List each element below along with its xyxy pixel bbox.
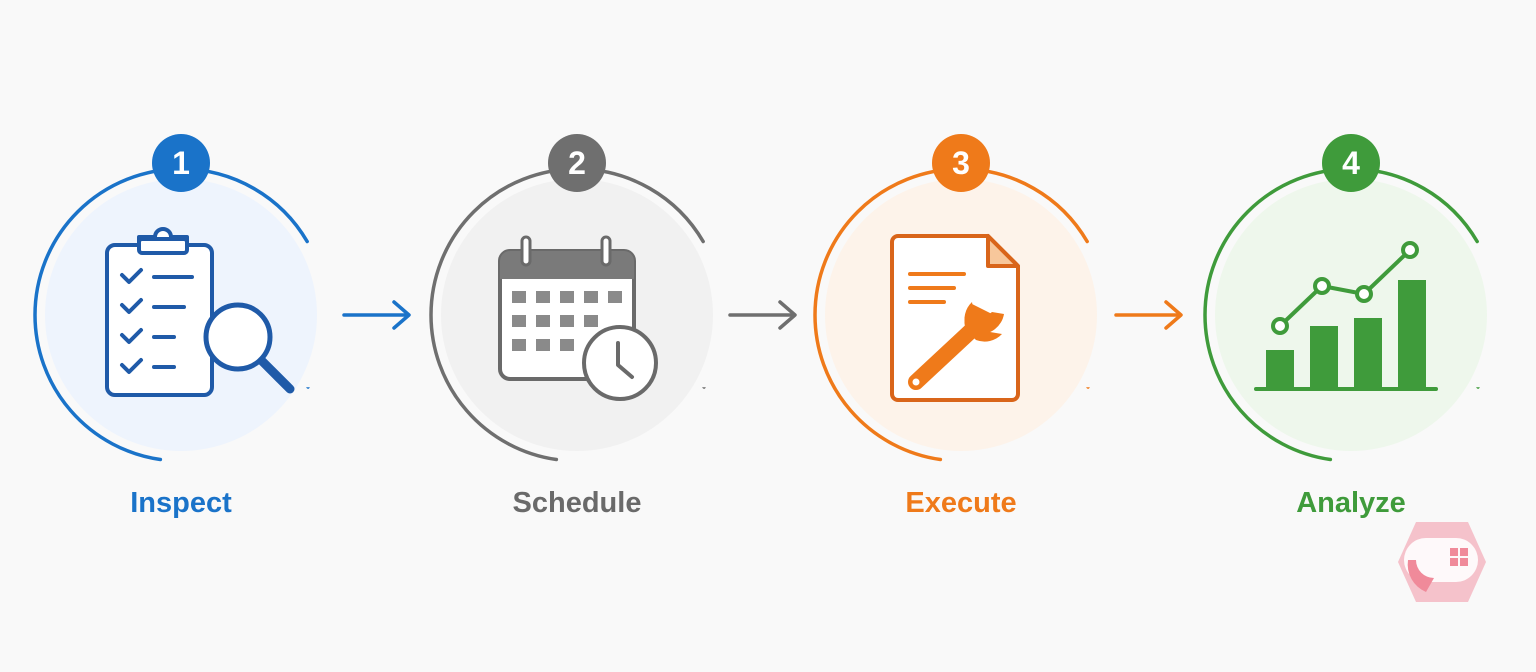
step-number-badge: 1 — [152, 134, 210, 192]
step-execute: 3 Execute — [806, 0, 1109, 672]
step-schedule: 2 Schedule — [422, 0, 725, 672]
arrow-right-icon — [1114, 297, 1186, 338]
step-inspect: 1 Inspect — [26, 0, 329, 672]
brand-logo-icon — [1386, 520, 1488, 611]
step-analyze: 4 Analyze — [1196, 0, 1499, 672]
step-number-badge: 3 — [932, 134, 990, 192]
document-wrench-icon — [888, 232, 1028, 409]
step-label: Schedule — [512, 487, 642, 519]
clipboard-magnifier-icon — [104, 225, 304, 410]
arrow-right-icon — [728, 297, 800, 338]
step-label: Execute — [905, 487, 1017, 519]
step-label: Analyze — [1296, 487, 1406, 519]
step-label: Inspect — [130, 487, 232, 519]
calendar-clock-icon — [496, 235, 666, 410]
arrow-right-icon — [342, 297, 414, 338]
bar-chart-trend-icon — [1254, 236, 1444, 401]
step-number-badge: 4 — [1322, 134, 1380, 192]
step-number-badge: 2 — [548, 134, 606, 192]
